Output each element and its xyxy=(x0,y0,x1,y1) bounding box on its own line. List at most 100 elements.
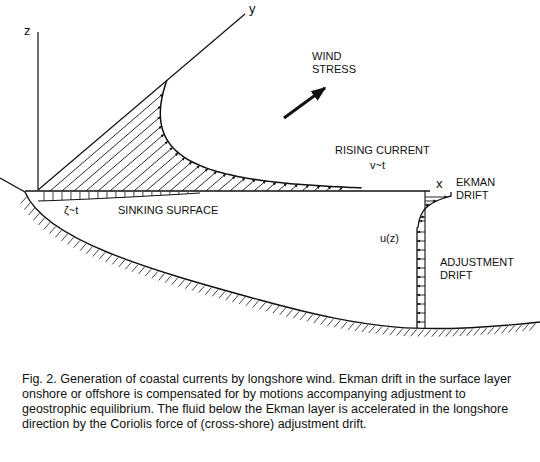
sinking-tick xyxy=(79,192,80,199)
current-vector xyxy=(62,106,161,191)
hatch-stroke xyxy=(280,308,286,315)
hatch-stroke xyxy=(355,324,361,331)
adjustment-vector xyxy=(417,286,425,287)
hatch-stroke xyxy=(418,330,424,337)
hatch-stroke xyxy=(516,325,522,332)
sinking-tick xyxy=(160,192,161,195)
adjustment-vector xyxy=(417,259,425,260)
adjustment-vector xyxy=(417,304,425,305)
hatch-stroke xyxy=(453,329,459,336)
hatch-stroke xyxy=(50,227,56,234)
hatch-stroke xyxy=(125,262,131,269)
hatch-stroke xyxy=(246,299,252,306)
current-vector xyxy=(254,181,266,191)
hatch-stroke xyxy=(86,247,92,254)
hatch-stroke xyxy=(390,328,396,335)
sinking-tick xyxy=(178,192,179,194)
adjustment-vector xyxy=(417,232,425,233)
axis-label: z xyxy=(24,24,31,37)
current-vector xyxy=(146,158,185,191)
hatch-stroke xyxy=(38,218,44,225)
hatch-stroke xyxy=(348,323,354,330)
hatch-stroke xyxy=(369,326,375,333)
ekman-vector xyxy=(425,197,447,198)
force-label: WIND STRESS xyxy=(312,50,364,76)
hatch-stroke xyxy=(232,295,238,302)
adjustment-vector xyxy=(417,241,425,242)
sinking-tick xyxy=(124,192,125,197)
current-vector xyxy=(182,169,208,191)
hatch-stroke xyxy=(24,203,30,210)
z-axis xyxy=(37,32,38,190)
hatch-stroke xyxy=(93,250,99,257)
hatch-stroke xyxy=(509,326,515,333)
hatch-stroke xyxy=(293,311,299,318)
current-vector xyxy=(302,185,309,191)
hatch-stroke xyxy=(314,316,320,323)
hatch-stroke xyxy=(321,318,327,325)
hatch-stroke xyxy=(152,271,158,278)
hatch-stroke xyxy=(185,282,191,289)
sinking-tick xyxy=(151,192,152,196)
hatch-stroke xyxy=(106,255,112,262)
hatch-stroke xyxy=(172,278,178,285)
surface-label: SINKING SURFACE xyxy=(118,204,218,217)
sinking-surface-curve xyxy=(38,193,200,201)
sinking-tick xyxy=(133,192,134,197)
current-vector xyxy=(194,171,217,191)
hatch-stroke xyxy=(112,257,118,264)
rising-current-profile xyxy=(50,80,362,191)
hatch-stroke xyxy=(502,326,508,333)
current-vector xyxy=(266,182,276,191)
hatch-stroke xyxy=(273,306,279,313)
hatch-stroke xyxy=(307,314,313,321)
sinking-tick xyxy=(142,192,143,196)
sinking-tick xyxy=(43,192,44,201)
ekman-vector xyxy=(419,221,425,222)
hatch-stroke xyxy=(446,330,452,337)
hatch-stroke xyxy=(33,213,39,220)
current-vector xyxy=(170,165,200,191)
hatch-stroke xyxy=(404,329,410,336)
hatch-stroke xyxy=(165,276,171,283)
hatch-stroke xyxy=(61,234,67,241)
hatch-stroke xyxy=(334,320,340,327)
hatch-stroke xyxy=(119,260,125,267)
x-axis xyxy=(25,190,430,191)
hatch-stroke xyxy=(266,304,272,311)
sinking-surface-ticks xyxy=(44,192,188,201)
current-vector xyxy=(206,174,226,191)
sinking-tick xyxy=(97,192,98,199)
hatch-stroke xyxy=(467,329,473,336)
wind-arrow xyxy=(284,88,325,118)
hatch-stroke xyxy=(253,301,259,308)
current-vector xyxy=(230,178,245,191)
current-vector xyxy=(242,180,255,191)
hatch-stroke xyxy=(362,325,368,332)
hatch-stroke xyxy=(425,330,431,337)
current-vector xyxy=(110,141,168,191)
hatch-stroke xyxy=(226,293,232,300)
hatch-stroke xyxy=(327,319,333,326)
current-envelope xyxy=(160,80,361,188)
drift-label: EKMAN DRIFT xyxy=(456,176,506,202)
hatch-stroke xyxy=(205,288,211,295)
sinking-tick xyxy=(88,192,89,199)
hatch-stroke xyxy=(44,222,50,229)
hatch-stroke xyxy=(68,237,74,244)
current-vector xyxy=(290,184,298,191)
profile-axis xyxy=(424,191,425,329)
adjustment-vector xyxy=(417,295,425,296)
coast-line xyxy=(0,178,25,192)
current-vector xyxy=(278,183,287,191)
hatch-stroke xyxy=(488,327,494,334)
adjustment-vector xyxy=(417,313,425,314)
hatch-stroke xyxy=(341,322,347,329)
axis-label: x xyxy=(436,177,443,190)
hatch-stroke xyxy=(522,324,528,331)
hatch-stroke xyxy=(383,327,389,334)
hatch-stroke xyxy=(199,286,205,293)
hatch-stroke xyxy=(481,328,487,335)
sinking-tick xyxy=(106,192,107,198)
seabed-line xyxy=(25,192,540,329)
